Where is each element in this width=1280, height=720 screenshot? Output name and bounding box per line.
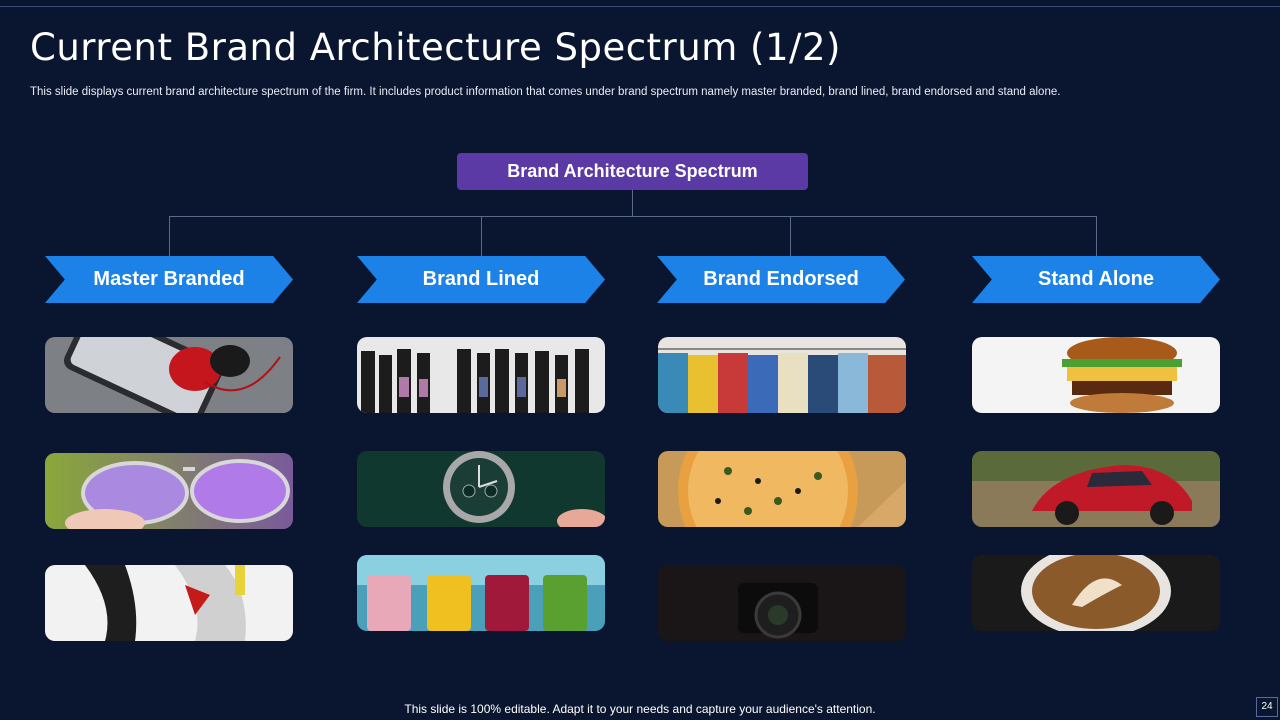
connector-col-3 bbox=[790, 216, 791, 256]
connector-root-vertical bbox=[632, 190, 633, 216]
connector-col-1 bbox=[169, 216, 170, 256]
chevron-stand-alone: Stand Alone bbox=[972, 256, 1220, 303]
camera-image bbox=[658, 565, 906, 641]
headphones-phone-image bbox=[45, 337, 293, 413]
smoothie-jars-image bbox=[357, 555, 605, 631]
top-divider-line bbox=[0, 6, 1280, 7]
chevron-brand-endorsed: Brand Endorsed bbox=[657, 256, 905, 303]
connector-col-2 bbox=[481, 216, 482, 256]
wristwatch-image bbox=[357, 451, 605, 527]
sneakers-image bbox=[45, 565, 293, 641]
chevron-master-branded: Master Branded bbox=[45, 256, 293, 303]
slide-footer: This slide is 100% editable. Adapt it to… bbox=[404, 702, 876, 716]
latte-art-image bbox=[972, 555, 1220, 631]
clothing-rack-image bbox=[658, 337, 906, 413]
slide-title: Current Brand Architecture Spectrum (1/2… bbox=[30, 26, 841, 69]
connector-horizontal bbox=[169, 216, 1097, 217]
sports-car-image bbox=[972, 451, 1220, 527]
connector-col-4 bbox=[1096, 216, 1097, 256]
sunglasses-image bbox=[45, 453, 293, 529]
chevron-brand-lined: Brand Lined bbox=[357, 256, 605, 303]
pizza-image bbox=[658, 451, 906, 527]
slide-subtitle: This slide displays current brand archit… bbox=[30, 86, 1061, 98]
root-node-box: Brand Architecture Spectrum bbox=[457, 153, 808, 190]
page-number-badge: 24 bbox=[1256, 697, 1278, 717]
shampoo-bottles-image bbox=[357, 337, 605, 413]
burger-image bbox=[972, 337, 1220, 413]
